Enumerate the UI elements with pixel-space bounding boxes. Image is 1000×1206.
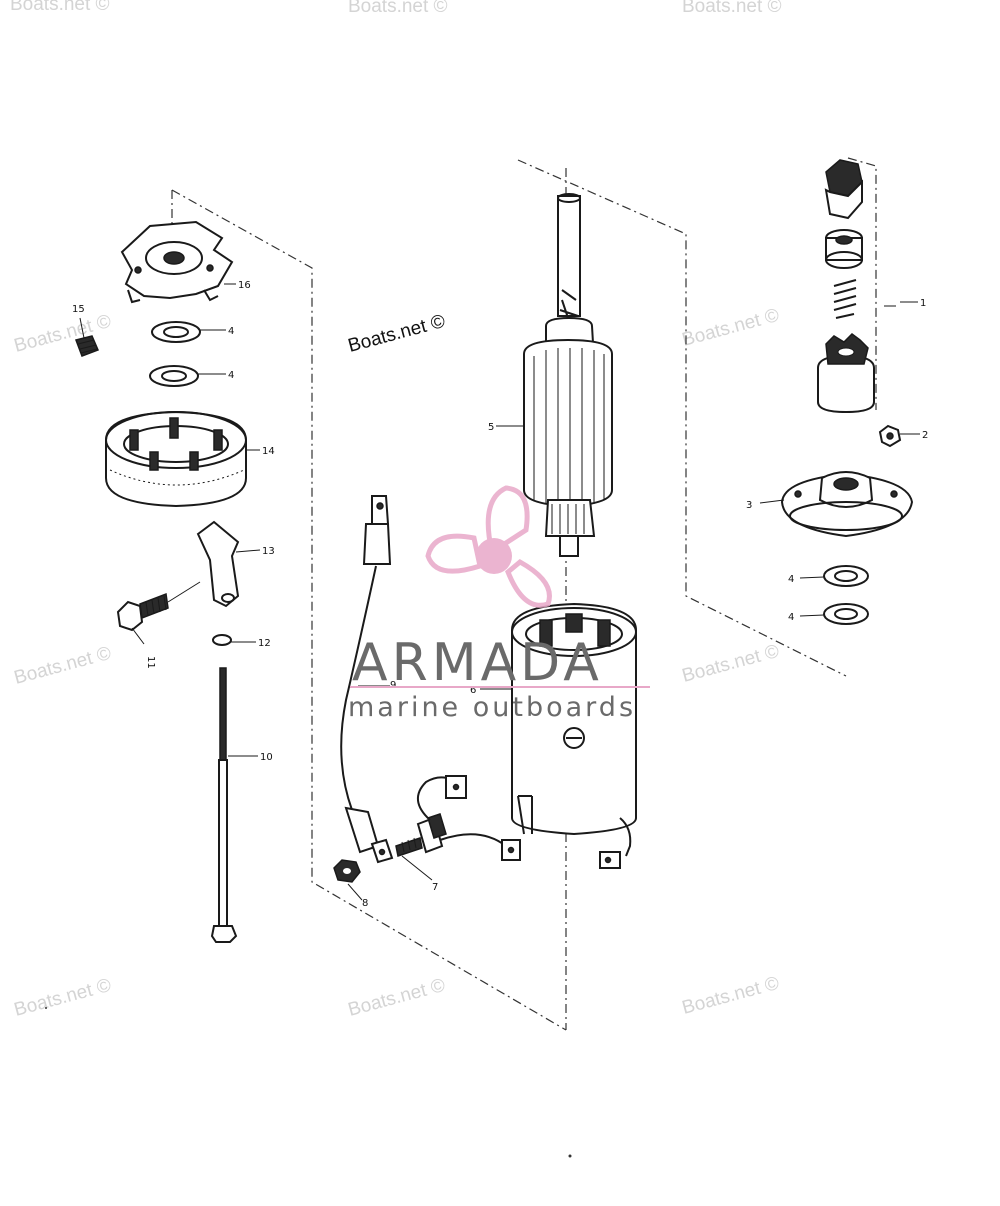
logo-underline [350,686,650,688]
washer-part [149,321,201,387]
watermark-text: Boats.net © [348,0,448,17]
watermark-text: Boats.net © [346,975,448,1021]
callout-13: 13 [262,546,275,557]
callout-6: 6 [470,685,476,696]
armada-logo: ARMADA marine outboards [348,485,650,723]
small-nut-part [878,424,902,448]
watermark-text: Boats.net © [10,0,110,15]
brush-holder-part [105,410,247,508]
watermark-text: Boats.net © [12,975,114,1021]
drive-end-cap-part [780,471,914,538]
watermark-text: Boats.net © [680,641,782,687]
callout-4: 4 [788,574,794,585]
brush-assembly-part [395,775,521,861]
propeller-logo-icon [425,485,552,608]
callout-2: 2 [922,430,928,441]
callout-8: 8 [362,898,368,909]
watermark-text: Boats.net © [346,311,448,357]
through-bolt-part [210,667,238,943]
callout-11: 11 [145,656,156,669]
scan-specks [45,1007,572,1158]
callout-4: 4 [228,326,234,337]
terminal-lever-part [196,520,240,608]
drive-assembly-part [817,159,875,414]
callout-3: 3 [746,500,752,511]
callout-numbers: 1 2 3 4 4 4 4 5 6 7 8 9 10 11 12 13 14 1… [72,280,928,909]
callout-10: 10 [260,752,273,763]
end-plate-part [120,220,234,304]
callout-1: 1 [920,298,926,309]
watermark-text: Boats.net © [682,0,782,17]
watermark-text: Boats.net © [680,305,782,351]
callout-16: 16 [238,280,251,291]
logo-name: ARMADA [352,633,603,693]
washer-part [823,565,869,625]
lock-washer-part [212,634,232,646]
alignment-frames [171,157,877,1031]
callout-5: 5 [488,422,494,433]
watermark-text: Boats.net © [680,973,782,1019]
logo-tagline: marine outboards [348,692,636,723]
watermark-text: Boats.net © [12,643,114,689]
armature-part [523,193,613,557]
field-housing-part [511,602,637,869]
callout-12: 12 [258,638,271,649]
callout-4: 4 [228,370,234,381]
watermark-layer: Boats.net © Boats.net © Boats.net © Boat… [10,0,782,1021]
cable-part [340,495,394,864]
callout-7: 7 [432,882,438,893]
callout-9: 9 [390,680,396,691]
set-screw-part [75,335,99,357]
leader-lines [79,283,920,901]
hex-nut-part [333,859,361,883]
callout-4: 4 [788,612,794,623]
callout-15: 15 [72,304,85,315]
hex-bolt-part [116,592,169,632]
callout-14: 14 [262,446,275,457]
